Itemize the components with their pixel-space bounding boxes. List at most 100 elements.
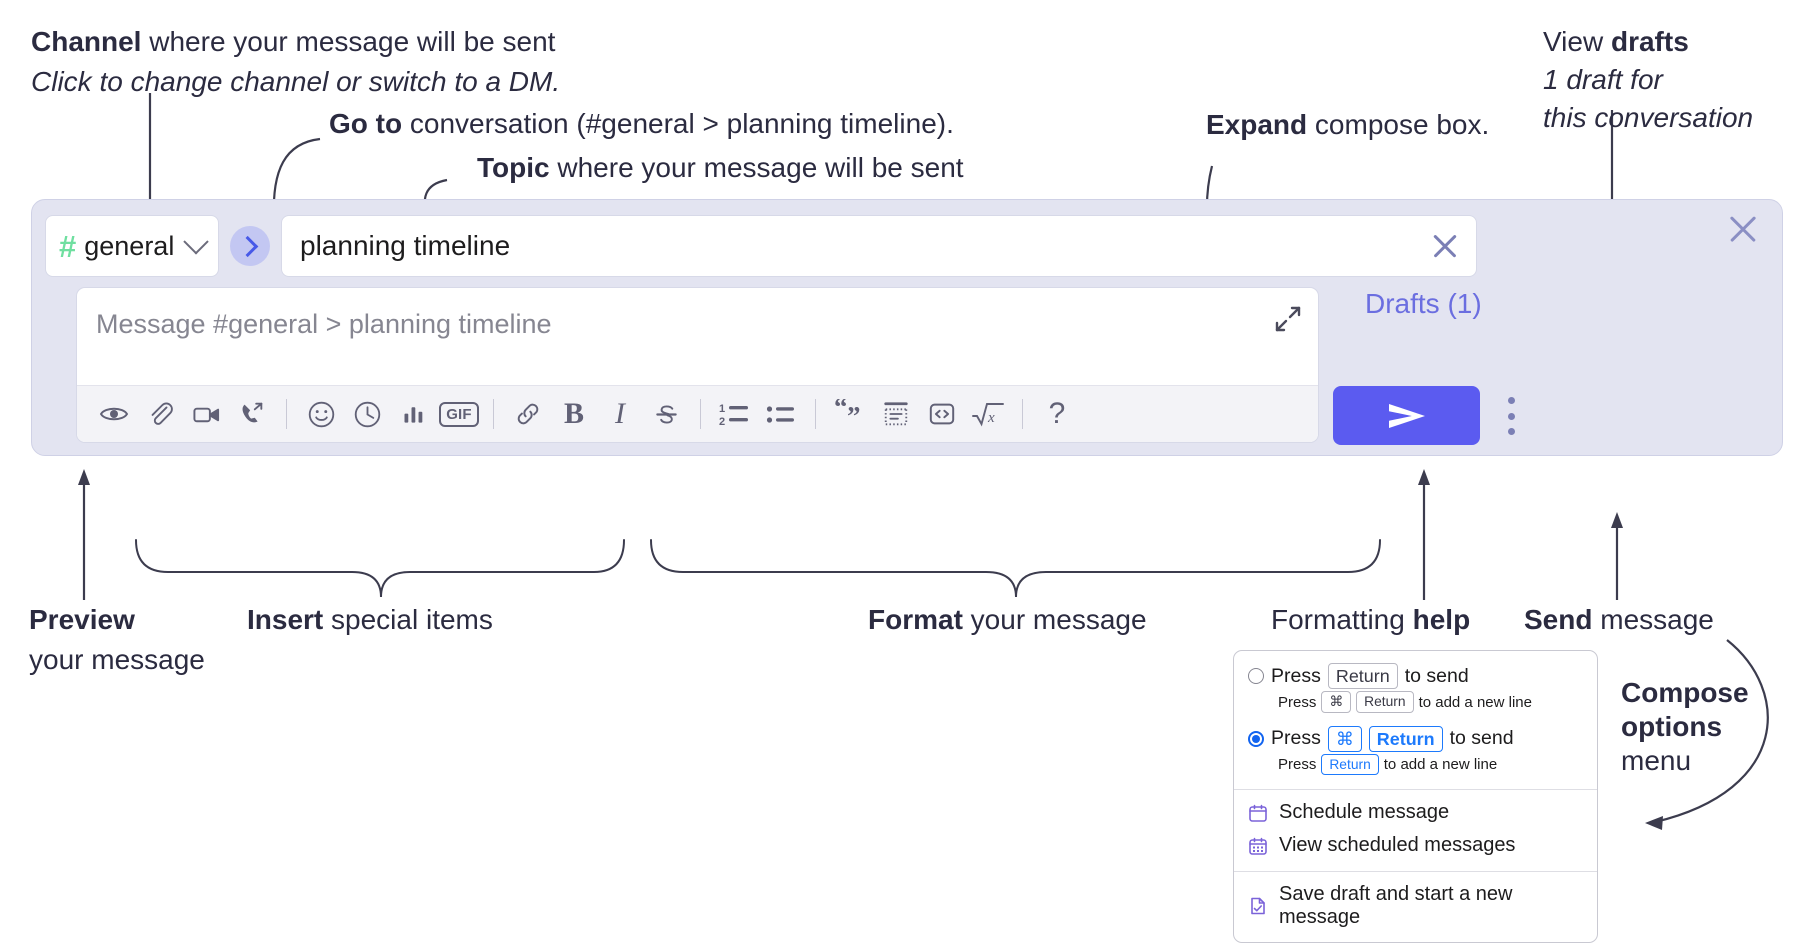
annotation-preview-line2: your message [29,643,205,675]
gif-icon[interactable]: GIF [436,391,482,437]
toolbar-separator [493,399,494,429]
option-2-key-cmd: ⌘ [1327,725,1362,753]
compose-panel: # general planning timeline Message #gen… [31,199,1783,456]
annotation-preview-bold: Preview [29,604,135,635]
italic-label: I [615,397,625,430]
link-icon[interactable] [505,391,551,437]
topic-clear-icon[interactable] [1430,231,1460,261]
drafts-link[interactable]: Drafts (1) [1365,288,1482,319]
option-1-sub-post: to add a new line [1418,693,1532,711]
menu-item-label: View scheduled messages [1279,834,1516,857]
toolbar-separator [700,399,701,429]
annotation-compose-plain: menu [1621,745,1692,777]
clock-icon[interactable] [344,391,390,437]
topic-row: # general planning timeline [45,215,1477,277]
radio-selected-icon[interactable] [1248,730,1264,747]
annotation-channel: Channel where your message will be sent … [31,24,560,100]
menu-divider [1234,871,1597,873]
video-camera-icon[interactable] [183,391,229,437]
menu-divider [1234,789,1597,791]
menu-item-view-scheduled-messages[interactable]: View scheduled messages [1234,829,1597,862]
svg-text:2: 2 [719,416,725,428]
menu-option-return-to-send[interactable]: Press Return to send Press ⌘ Return to a… [1234,661,1597,718]
compose-options-button[interactable] [1499,394,1523,438]
svg-text:x: x [987,410,995,426]
annotation-send-rest: message [1592,604,1714,635]
strikethrough-icon[interactable] [643,391,689,437]
annotation-format: Format your message [868,602,1147,638]
annotation-help-bold: help [1412,604,1471,635]
kebab-dot [1507,397,1515,404]
menu-option-cmd-return-to-send[interactable]: Press ⌘ Return to send Press Return to a… [1234,724,1597,781]
expand-diagonal-icon[interactable] [1274,305,1302,333]
message-input-box[interactable]: Message #general > planning timeline [76,287,1319,443]
option-2-post: to send [1449,727,1514,750]
bar-chart-icon[interactable] [390,391,436,437]
annotation-expand: Expand compose box. [1206,107,1489,143]
draft-check-icon [1248,896,1268,916]
emoji-icon[interactable] [298,391,344,437]
annotation-send-bold: Send [1524,604,1593,635]
option-1-sub-key-cmd: ⌘ [1321,691,1352,713]
option-1-sub-key-return: Return [1356,691,1414,713]
annotation-drafts-italic-1: 1 draft for [1543,63,1663,95]
toolbar-separator [815,399,816,429]
annotation-topic: Topic where your message will be sent [477,150,964,186]
preview-icon[interactable] [91,391,137,437]
phone-forward-icon[interactable] [229,391,275,437]
calendar-grid-icon [1248,836,1268,856]
annotation-compose-options: Compose options menu [1621,676,1749,778]
annotation-insert: Insert special items [247,602,493,638]
channel-selector[interactable]: # general [45,215,219,277]
option-1-pre: Press [1271,664,1321,687]
menu-item-save-draft[interactable]: Save draft and start a new message [1234,878,1597,934]
topic-input[interactable]: planning timeline [281,215,1477,277]
send-button[interactable] [1333,386,1480,445]
option-2-sub-pre: Press [1278,756,1317,774]
calendar-icon [1248,803,1268,823]
annotation-drafts-italic-2: this conversation [1543,101,1754,133]
help-icon[interactable]: ? [1034,391,1080,437]
paper-plane-icon [1388,403,1425,428]
annotation-channel-rest: where your message will be sent [141,26,556,57]
goto-conversation-button[interactable] [230,226,270,266]
formatting-toolbar: GIF B I [77,385,1318,442]
menu-item-label: Save draft and start a new message [1279,883,1513,929]
annotation-insert-rest: special items [323,604,493,635]
ordered-list-icon[interactable]: 1 2 [712,391,758,437]
math-icon[interactable]: x [965,391,1011,437]
svg-text:1: 1 [719,403,725,415]
annotation-goto-bold: Go to [329,108,403,139]
annotation-channel-bold: Channel [31,26,142,57]
bold-icon[interactable]: B [551,391,597,437]
option-2-pre: Press [1271,727,1321,750]
option-2-key-return: Return [1368,725,1443,753]
kebab-dot [1507,428,1515,435]
radio-unselected-icon[interactable] [1248,668,1264,685]
chevron-down-icon [183,229,209,255]
option-1-main: Press Return to send [1248,663,1583,690]
annotation-compose-bold-2: options [1621,711,1723,743]
svg-text:”: ” [847,401,861,429]
annotation-view-drafts: View drafts 1 draft for this conversatio… [1543,24,1753,135]
code-block-icon[interactable] [873,391,919,437]
option-1-post: to send [1404,664,1469,687]
bulleted-list-icon[interactable] [758,391,804,437]
italic-icon[interactable]: I [597,391,643,437]
toolbar-separator [1022,399,1023,429]
annotation-format-bold: Format [868,604,963,635]
code-inline-icon[interactable] [919,391,965,437]
option-1-key: Return [1327,663,1398,690]
hash-icon: # [59,228,76,264]
menu-item-schedule-message[interactable]: Schedule message [1234,796,1597,829]
option-2-main: Press ⌘ Return to send [1248,725,1583,753]
option-2-sub-key-return: Return [1321,754,1379,776]
attachment-icon[interactable] [137,391,183,437]
annotation-insert-bold: Insert [247,604,324,635]
panel-close-icon[interactable] [1726,212,1760,246]
option-2-sub-post: to add a new line [1383,756,1498,774]
toolbar-separator [286,399,287,429]
gif-label: GIF [439,401,479,427]
bold-label: B [563,397,584,430]
blockquote-icon[interactable]: “ ” [827,391,873,437]
